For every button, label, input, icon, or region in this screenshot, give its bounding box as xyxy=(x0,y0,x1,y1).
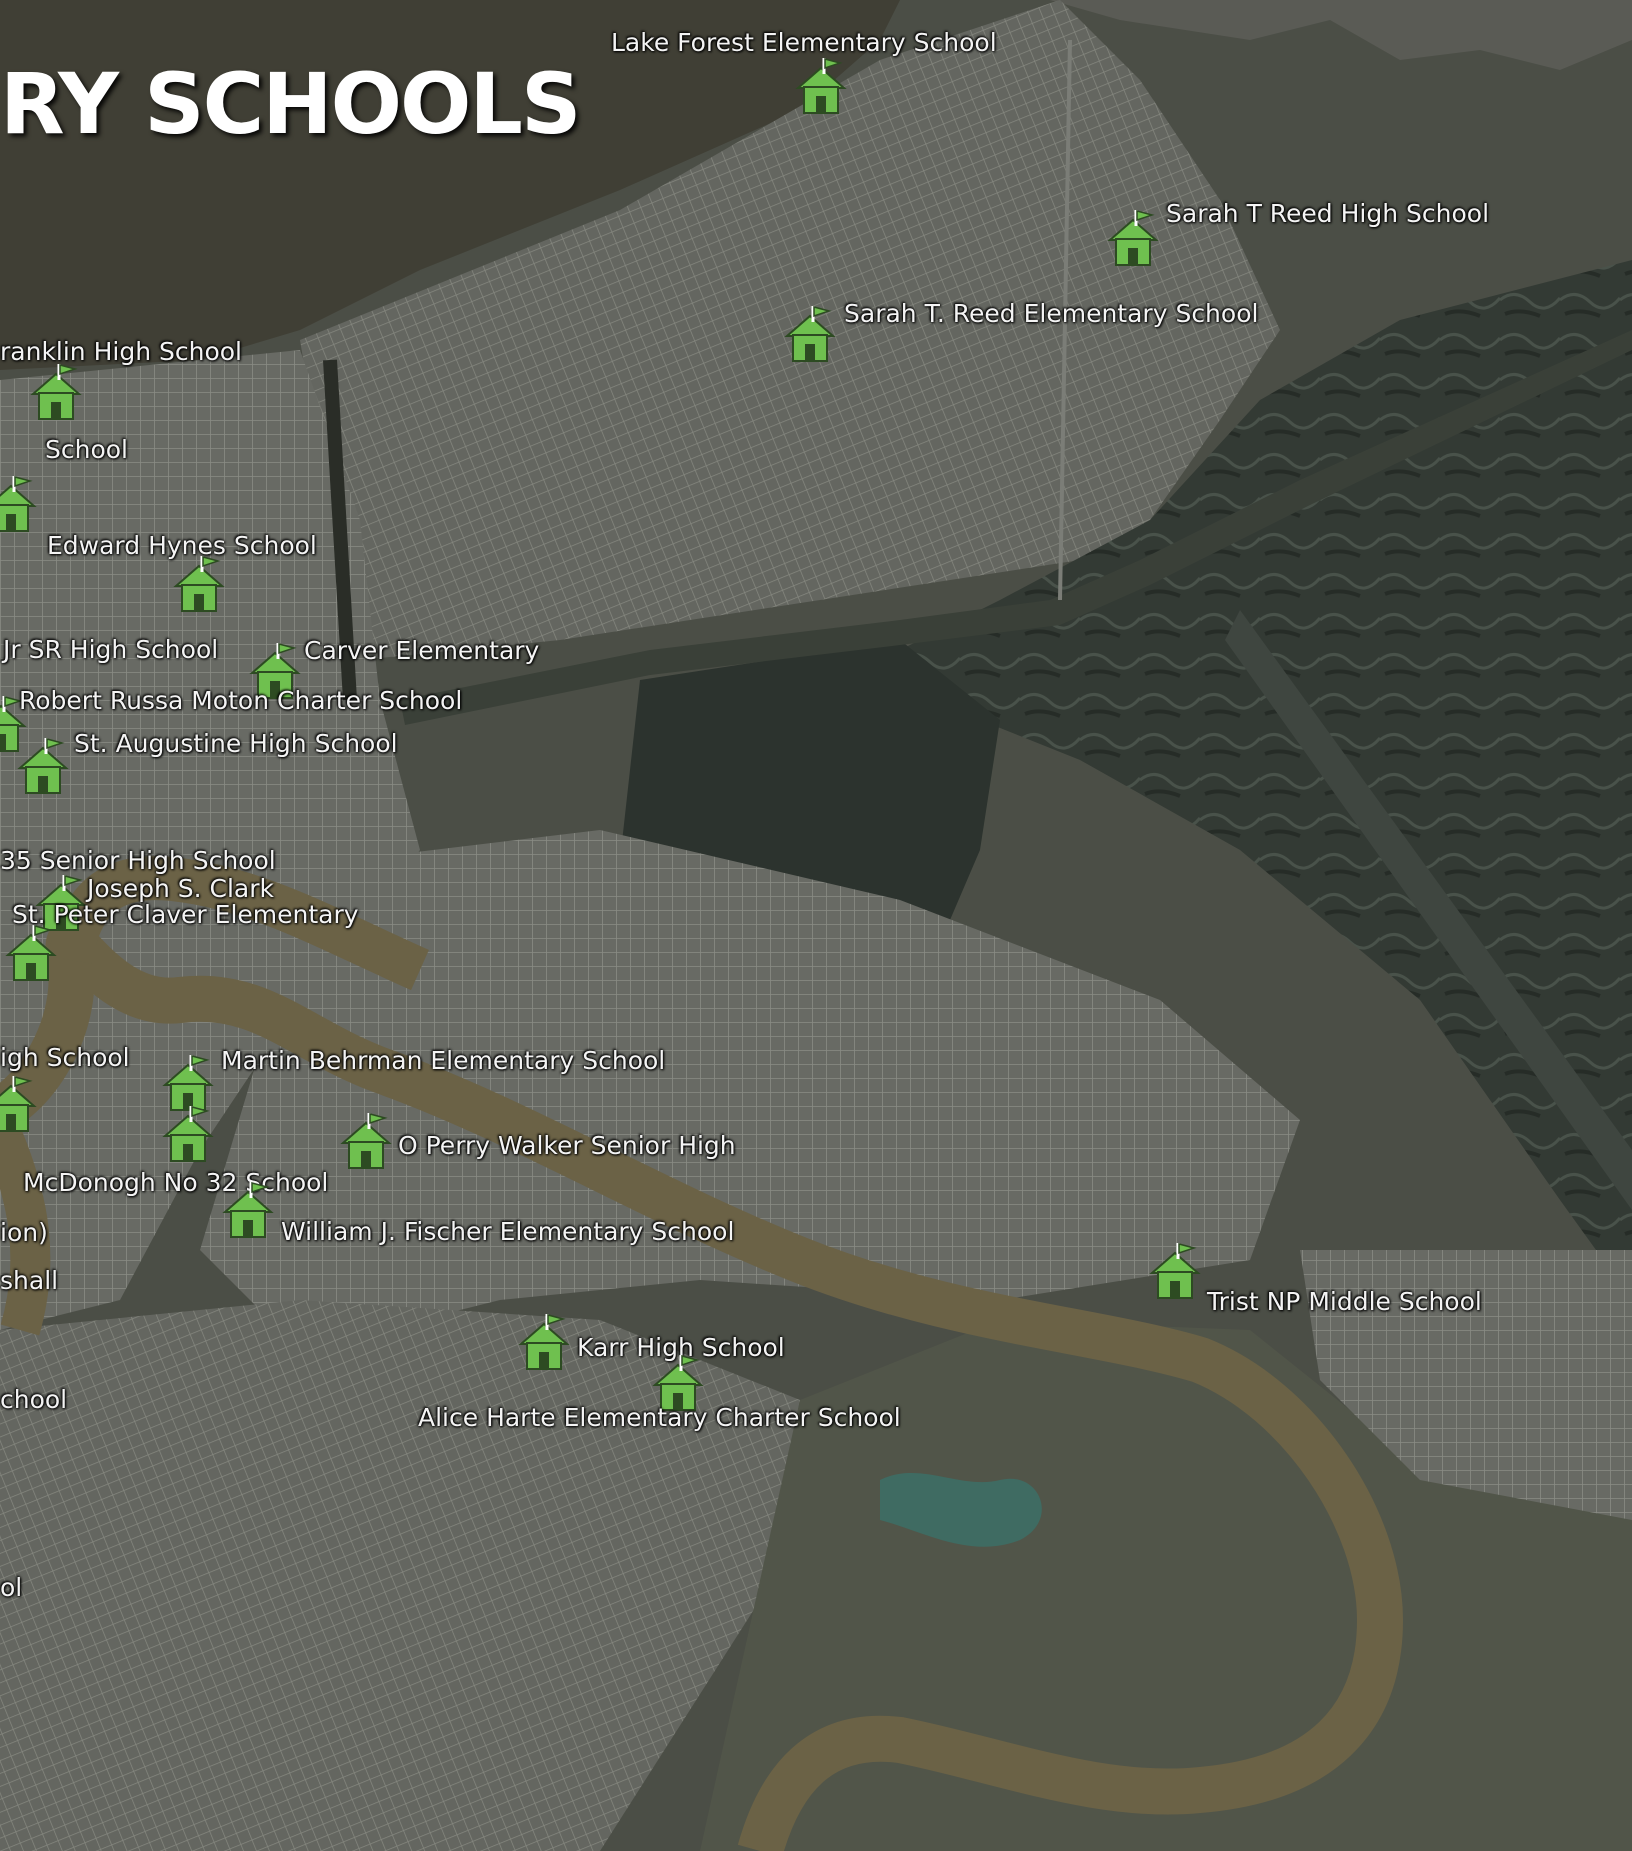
school-label[interactable]: chool xyxy=(0,1385,68,1414)
school-label[interactable]: Alice Harte Elementary Charter School xyxy=(418,1403,901,1432)
school-marker-icon[interactable] xyxy=(513,1314,575,1372)
school-label[interactable]: William J. Fischer Elementary School xyxy=(281,1217,735,1246)
school-label[interactable]: School xyxy=(45,435,128,464)
school-marker-icon[interactable] xyxy=(12,738,74,796)
school-label[interactable]: St. Augustine High School xyxy=(74,729,398,758)
school-label[interactable]: shall xyxy=(0,1266,59,1295)
school-marker-icon[interactable] xyxy=(335,1113,397,1171)
school-marker-icon[interactable] xyxy=(0,476,42,534)
school-label[interactable]: ion) xyxy=(0,1218,48,1247)
school-marker-icon[interactable] xyxy=(157,1106,219,1164)
school-label[interactable]: Trist NP Middle School xyxy=(1207,1287,1482,1316)
school-label[interactable]: Robert Russa Moton Charter School xyxy=(19,686,463,715)
map-title: RY SCHOOLS xyxy=(0,55,581,153)
school-marker-icon[interactable] xyxy=(157,1055,219,1113)
school-label[interactable]: McDonogh No 32 School xyxy=(23,1168,329,1197)
school-label[interactable]: Sarah T. Reed Elementary School xyxy=(844,299,1259,328)
school-marker-icon[interactable] xyxy=(1144,1243,1206,1301)
school-marker-icon[interactable] xyxy=(25,364,87,422)
school-label[interactable]: Edward Hynes School xyxy=(47,531,317,560)
school-marker-icon[interactable] xyxy=(1102,210,1164,268)
school-marker-icon[interactable] xyxy=(0,1076,42,1134)
school-marker-icon[interactable] xyxy=(217,1182,279,1240)
school-label[interactable]: Joseph S. Clark xyxy=(87,874,274,903)
school-label[interactable]: O Perry Walker Senior High xyxy=(398,1131,736,1160)
school-label[interactable]: Lake Forest Elementary School xyxy=(611,28,997,57)
school-label[interactable]: 35 Senior High School xyxy=(0,846,276,875)
school-label[interactable]: Martin Behrman Elementary School xyxy=(221,1046,666,1075)
mississippi-river xyxy=(0,919,1404,1851)
school-label[interactable]: Jr SR High School xyxy=(3,635,219,664)
school-marker-icon[interactable] xyxy=(30,875,92,933)
school-label[interactable]: Carver Elementary xyxy=(304,636,540,665)
school-marker-icon[interactable] xyxy=(0,696,32,754)
school-marker-icon[interactable] xyxy=(0,925,62,983)
school-marker-icon[interactable] xyxy=(790,58,852,116)
school-label[interactable]: St. Peter Claver Elementary xyxy=(12,900,359,929)
school-marker-icon[interactable] xyxy=(168,556,230,614)
school-label[interactable]: Sarah T Reed High School xyxy=(1166,199,1490,228)
school-label[interactable]: igh School xyxy=(0,1043,130,1072)
school-marker-icon[interactable] xyxy=(647,1355,709,1413)
school-label[interactable]: ol xyxy=(0,1573,23,1602)
school-marker-icon[interactable] xyxy=(244,643,306,701)
school-marker-icon[interactable] xyxy=(779,306,841,364)
lake-pontchartrain xyxy=(0,0,900,370)
school-label[interactable]: ranklin High School xyxy=(0,337,243,366)
